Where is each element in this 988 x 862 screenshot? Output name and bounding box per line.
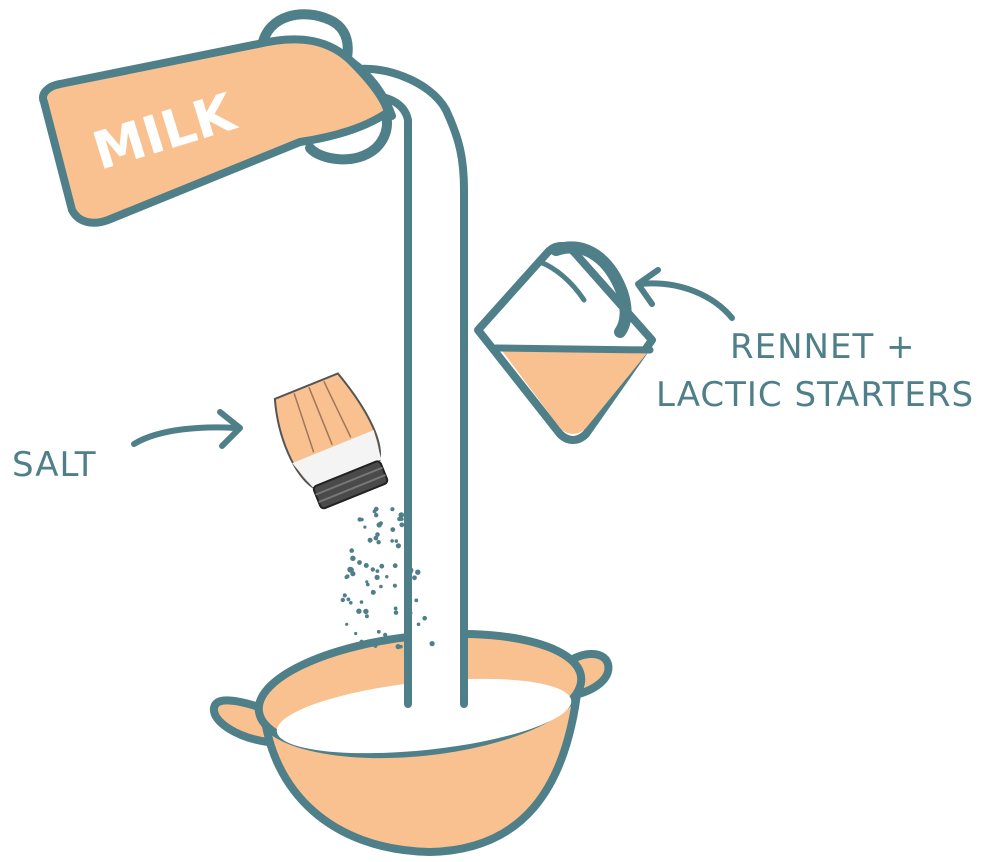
salt-grain [382, 640, 386, 644]
salt-grain [374, 506, 379, 512]
milk-stream [346, 64, 468, 708]
salt-grain [349, 601, 353, 605]
salt-grain [356, 608, 362, 614]
salt-grain [412, 575, 417, 581]
salt-grain [345, 622, 349, 626]
rennet-label-line1: RENNET + [730, 327, 916, 367]
salt-grain [364, 614, 369, 619]
salt-grain [373, 644, 378, 648]
salt-grain [375, 532, 380, 537]
rennet-arrow [635, 267, 735, 321]
salt-grain [374, 574, 380, 581]
salt-grain [357, 560, 362, 565]
salt-grain [373, 535, 379, 541]
salt-grain [390, 527, 396, 532]
salt-grain [367, 537, 373, 543]
salt-grain [360, 517, 364, 522]
salt-grain [346, 597, 351, 602]
salt-grain [414, 598, 419, 603]
salt-grain [416, 622, 421, 627]
salt-grain [429, 641, 435, 647]
salt-grain [342, 593, 347, 598]
salt-grain [354, 631, 358, 636]
salt-grain [399, 517, 404, 521]
salt-grain [366, 582, 370, 587]
salt-grain [379, 584, 383, 589]
salt-grain [379, 563, 385, 569]
salt-grain [383, 632, 388, 637]
salt-grain [350, 571, 356, 577]
salt-shaker-icon [273, 372, 389, 510]
salt-grain [385, 575, 389, 579]
salt-grain [349, 548, 355, 553]
salt-grain [340, 597, 345, 603]
salt-grain [374, 513, 379, 518]
salt-grain [395, 644, 401, 650]
salt-grain [370, 589, 376, 595]
salt-grain [347, 566, 353, 573]
salt-grain [370, 567, 375, 572]
salt-grain [399, 644, 403, 649]
rennet-label-line2: LACTIC STARTERS [656, 375, 974, 415]
salt-grain [363, 525, 367, 529]
salt-grain [415, 569, 421, 575]
salt-grain [399, 522, 405, 528]
salt-grain [394, 539, 399, 543]
salt-grain [363, 608, 369, 615]
salt-grain [376, 629, 381, 634]
salt-grain [393, 606, 398, 611]
salt-grain [345, 574, 350, 579]
salt-grain [359, 600, 364, 604]
salt-grain [375, 569, 380, 573]
salt-grain [378, 521, 383, 526]
salt-grain [408, 610, 413, 616]
salt-grain [350, 555, 356, 561]
salt-grains [340, 506, 435, 650]
salt-grain [376, 540, 381, 545]
salt-grain [393, 610, 399, 615]
salt-grain [390, 539, 394, 543]
salt-label: SALT [12, 445, 97, 485]
salt-grain [422, 615, 428, 621]
salt-grain [408, 567, 414, 573]
salt-grain [398, 512, 405, 518]
salt-grain [392, 563, 398, 569]
salt-grain [392, 583, 397, 588]
salt-grain [363, 563, 369, 568]
salt-grain [390, 507, 395, 512]
milk-carton-icon: MILK [39, 9, 396, 227]
salt-grain [359, 639, 364, 644]
salt-arrow [131, 409, 243, 449]
salt-grain [395, 543, 401, 549]
measuring-jug-icon [474, 241, 656, 444]
salt-grain [365, 580, 369, 584]
